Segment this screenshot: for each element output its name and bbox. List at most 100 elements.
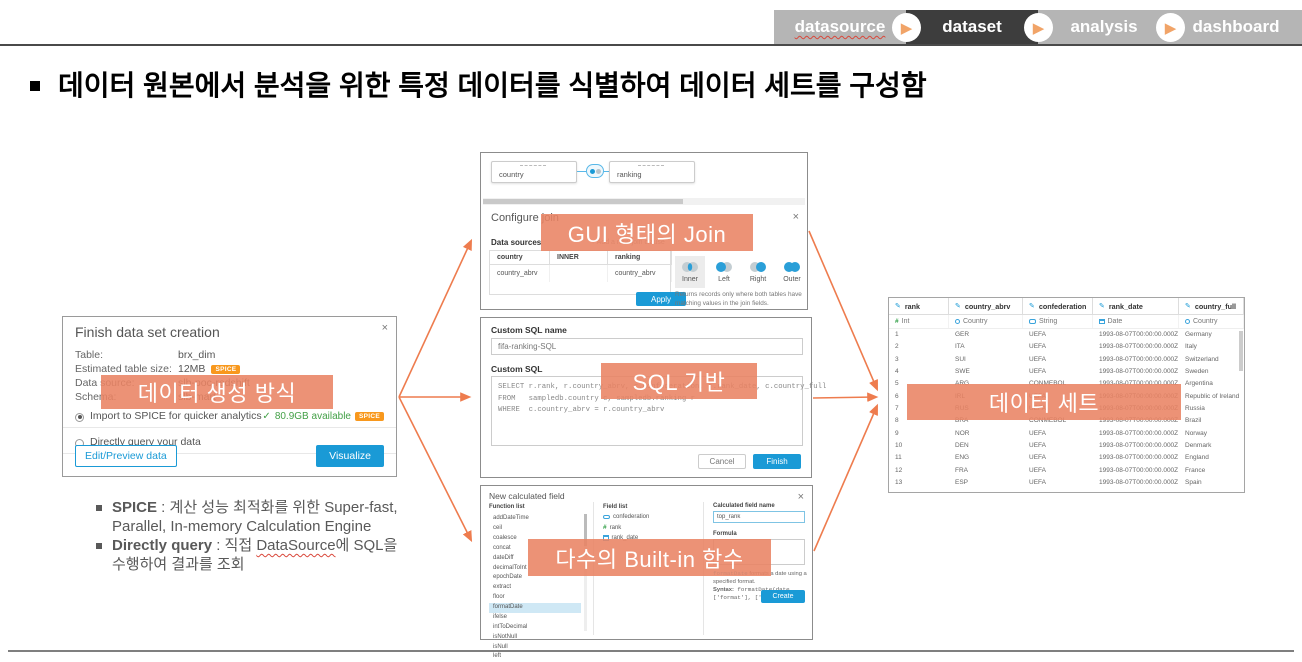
table-cell: Denmark <box>1185 442 1212 450</box>
pencil-icon[interactable]: ✎ <box>955 303 961 310</box>
vertical-scrollbar[interactable] <box>1239 331 1243 371</box>
table-cell: 1993-08-07T00:00:00.000Z <box>1099 466 1179 474</box>
table-cell: France <box>1185 466 1206 474</box>
function-item[interactable]: intToDecimal <box>493 623 528 630</box>
function-item[interactable]: dateDiff <box>493 554 514 561</box>
grid-cell: country_abrv <box>490 265 550 282</box>
footer-divider <box>8 650 1294 652</box>
pencil-icon[interactable]: ✎ <box>895 303 901 310</box>
note-bullet <box>96 505 102 511</box>
scrollbar-thumb[interactable] <box>584 514 587 546</box>
column-header: ✎rank <box>889 298 949 314</box>
table-cell: BRA <box>955 417 969 425</box>
divider <box>63 453 396 454</box>
function-item[interactable]: isNotNull <box>493 633 518 640</box>
function-item[interactable]: isNull <box>493 643 508 650</box>
table-cell: SWE <box>955 368 970 376</box>
apply-button[interactable]: Apply <box>636 292 686 306</box>
nav-item-dashboard[interactable]: dashboard <box>1170 10 1302 44</box>
notes-list: SPICE : 계산 성능 최적화를 위한 Super-fast, Parall… <box>96 498 402 574</box>
close-icon[interactable]: × <box>792 211 799 223</box>
venn-left-icon <box>716 262 732 272</box>
table-cell: SUI <box>955 355 966 363</box>
field-item[interactable]: confederation <box>603 514 649 520</box>
table-cell: Argentina <box>1185 380 1213 388</box>
edit-preview-button[interactable]: Edit/Preview data <box>75 445 177 467</box>
function-item[interactable]: floor <box>493 594 505 601</box>
table-cell: 9 <box>895 429 899 437</box>
radio-import-spice[interactable]: Import to SPICE for quicker analytics ✓8… <box>75 410 384 422</box>
field-list: confederation #rank rank_date <box>603 514 649 545</box>
table-cell: 3 <box>895 355 899 363</box>
grid-header: country <box>490 251 550 265</box>
table-cell: 4 <box>895 368 899 376</box>
function-item[interactable]: left <box>493 653 502 660</box>
flow-arrow <box>812 392 879 402</box>
radio-selected-icon[interactable] <box>75 412 84 422</box>
join-type-outer[interactable]: Outer <box>777 256 807 288</box>
function-item[interactable]: ceil <box>493 525 503 532</box>
function-item[interactable]: coalesce <box>493 534 517 541</box>
table-cell: ESP <box>955 479 969 487</box>
table-cell: 1993-08-07T00:00:00.000Z <box>1093 378 1179 390</box>
function-item[interactable]: concat <box>493 544 511 551</box>
column-type: Country <box>949 315 1023 328</box>
pencil-icon[interactable]: ✎ <box>1185 303 1191 310</box>
table-cell: England <box>1185 454 1209 462</box>
dataset-preview-table: ✎rank ✎country_abrv ✎confederation ✎rank… <box>888 297 1245 493</box>
table-cell: 1993-08-07T00:00:00.000Z <box>1099 442 1179 450</box>
nav-label: dataset <box>942 17 1002 36</box>
dialog-title: New calculated field <box>489 491 565 501</box>
function-item[interactable]: decimalToInt <box>493 564 527 571</box>
dashed-handle <box>638 165 664 166</box>
table-cell: UEFA <box>1029 343 1046 351</box>
function-item-selected[interactable]: formatDate <box>489 602 581 613</box>
nav-label: analysis <box>1070 17 1138 36</box>
nav-label: dashboard <box>1192 17 1280 36</box>
nav-item-dataset[interactable]: dataset <box>906 10 1038 44</box>
function-item[interactable]: extract <box>493 584 512 591</box>
calc-name-input[interactable] <box>713 511 805 523</box>
scrollbar-thumb[interactable] <box>483 199 683 204</box>
dialog-title: Finish data set creation <box>75 324 220 340</box>
table-type-row: #Int Country String Date Country <box>889 315 1244 329</box>
nav-item-datasource[interactable]: datasource <box>774 10 906 44</box>
finish-button[interactable]: Finish <box>753 454 801 469</box>
function-list: addDateTime ceil coalesce concat dateDif… <box>489 514 581 662</box>
join-type-inner[interactable]: Inner <box>675 256 705 288</box>
pencil-icon[interactable]: ✎ <box>1029 303 1035 310</box>
close-icon[interactable]: × <box>381 322 388 334</box>
join-node-icon[interactable] <box>586 164 604 178</box>
pencil-icon[interactable]: ✎ <box>1099 303 1105 310</box>
horizontal-scrollbar[interactable] <box>483 198 805 205</box>
table-cell: Russia <box>1185 405 1205 413</box>
join-table-ranking[interactable]: ranking <box>609 161 695 183</box>
function-item[interactable]: ifelse <box>493 613 508 620</box>
table-cell: 1993-08-07T00:00:00.000Z <box>1099 343 1179 351</box>
arrow-right-icon: ▶ <box>1156 13 1185 42</box>
table-cell: Spain <box>1185 479 1202 487</box>
table-cell: 1993-08-07T00:00:00.000Z <box>1099 417 1179 425</box>
function-item[interactable]: addDateTime <box>493 515 529 522</box>
sql-name-input[interactable] <box>491 338 803 355</box>
table-cell: 2 <box>895 343 899 351</box>
column-header: ✎country_abrv <box>949 298 1023 314</box>
cancel-button[interactable]: Cancel <box>698 454 746 469</box>
close-icon[interactable]: × <box>797 491 804 503</box>
venn-right-icon <box>750 262 766 272</box>
field-item[interactable]: #rank <box>603 524 622 531</box>
visualize-button[interactable]: Visualize <box>316 445 384 467</box>
table-cell: 12 <box>895 466 903 474</box>
create-button[interactable]: Create <box>761 590 805 603</box>
join-table-country[interactable]: country <box>491 161 577 183</box>
join-type-right[interactable]: Right <box>743 256 773 288</box>
function-item[interactable]: epochDate <box>493 574 523 581</box>
string-type-icon <box>1029 319 1036 324</box>
table-cell: GER <box>955 331 970 338</box>
join-type-left[interactable]: Left <box>709 256 739 288</box>
nav-item-analysis[interactable]: analysis <box>1038 10 1170 44</box>
